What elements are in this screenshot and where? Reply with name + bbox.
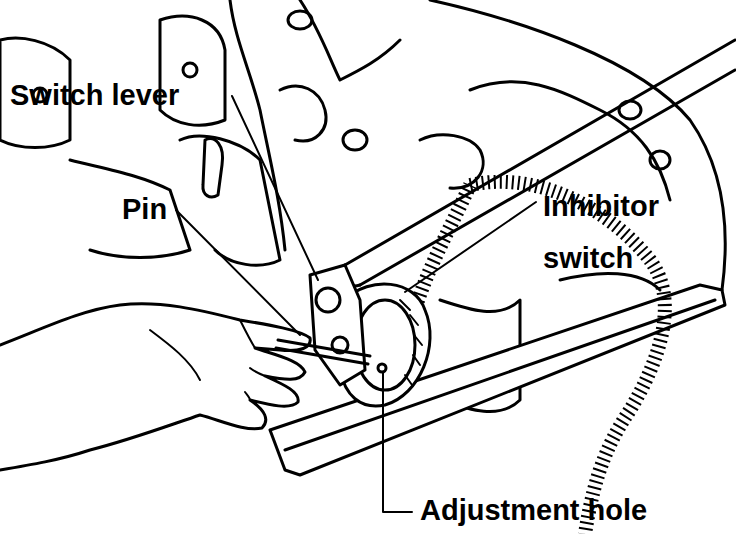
cable-edge [360, 70, 735, 285]
lever-plate [310, 265, 365, 385]
left-bracket [0, 16, 280, 265]
bracket-slot [203, 139, 223, 197]
case-boss [280, 86, 326, 141]
alignment-pin [276, 340, 370, 364]
knuckle [150, 330, 200, 380]
leader-line [405, 202, 536, 292]
hand-outline [0, 304, 310, 470]
part-label: Adjustment hole [420, 493, 720, 527]
harness [410, 182, 665, 534]
leader-line [383, 372, 412, 512]
switch-lever-plate [310, 265, 365, 385]
leader-lines [176, 96, 536, 512]
case-outline [230, 0, 285, 250]
hand [0, 304, 310, 470]
bolt [343, 130, 367, 150]
part-label: Switch lever [10, 78, 240, 112]
case-rib [300, 0, 400, 80]
bolt [288, 11, 312, 29]
lever-shaft [316, 288, 340, 312]
bolt [650, 151, 670, 169]
control-cable [341, 40, 735, 286]
wire-harness [470, 182, 665, 534]
finger-crease [240, 320, 265, 400]
pin-shaft [278, 340, 370, 356]
cable-edge [345, 40, 735, 265]
bracket-plate [180, 136, 280, 265]
bracket-hole [183, 63, 197, 77]
switch-ridges [400, 300, 422, 385]
case-boss [420, 135, 483, 188]
case-web [560, 273, 660, 290]
leader-line [232, 96, 318, 280]
bracket-rib [70, 160, 190, 258]
part-label: Inhibitor switch [543, 180, 693, 284]
adjustment-hole-mark [378, 364, 386, 372]
pin-shaft [276, 348, 368, 364]
leader-line [176, 210, 300, 335]
part-label: Pin [122, 192, 182, 226]
